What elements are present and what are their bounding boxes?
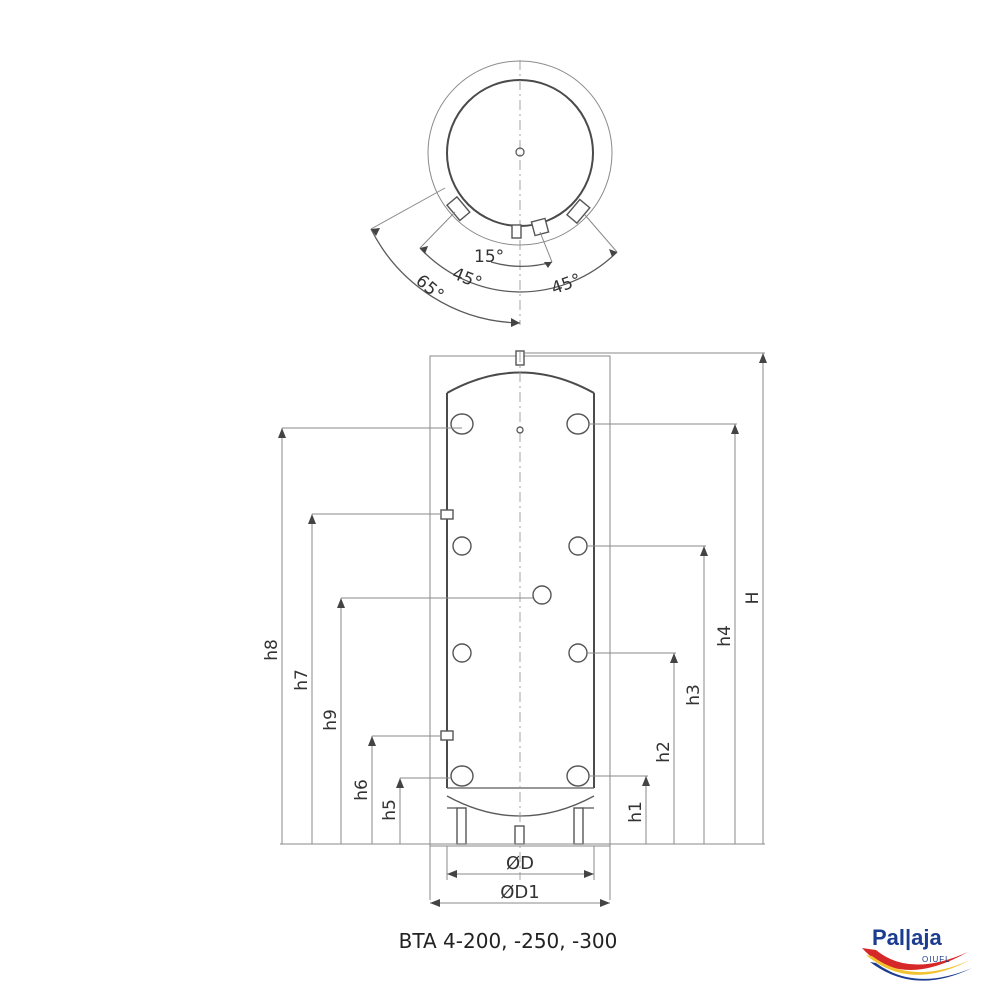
arrowhead bbox=[670, 653, 678, 663]
right-dimensions: H h4 h3 h2 h1 bbox=[524, 352, 767, 845]
arrowhead bbox=[396, 778, 404, 788]
dim-label-D: ØD bbox=[506, 853, 534, 874]
arrowhead bbox=[544, 262, 552, 268]
top-center-port bbox=[515, 147, 525, 157]
arrowhead bbox=[584, 870, 594, 878]
nozzle-left-bottom bbox=[450, 765, 474, 787]
nozzle-left-upper bbox=[452, 536, 472, 556]
nozzle-left-lower bbox=[452, 643, 472, 663]
angle-label-45-right: 45° bbox=[549, 270, 584, 299]
arrowhead bbox=[609, 249, 617, 257]
dim-label-h2: h2 bbox=[654, 741, 674, 763]
arrowhead bbox=[511, 318, 520, 327]
arrowhead bbox=[731, 424, 739, 434]
dim-label-h3: h3 bbox=[684, 684, 704, 706]
arc-65 bbox=[370, 228, 521, 324]
arrowhead bbox=[642, 776, 650, 786]
nozzle-stub-left bbox=[445, 195, 471, 222]
dim-label-h5: h5 bbox=[380, 799, 400, 821]
top-dome bbox=[446, 371, 595, 394]
dim-label-h4: h4 bbox=[715, 625, 735, 647]
dim-label-h9: h9 bbox=[321, 709, 341, 731]
logo-swoosh-red bbox=[862, 948, 968, 971]
arrowhead bbox=[759, 353, 767, 363]
palaja-logo: Pal|aja OIUFL bbox=[862, 925, 972, 981]
bottom-dome bbox=[446, 795, 595, 817]
arrowhead bbox=[278, 428, 286, 438]
arc-45-right bbox=[519, 251, 618, 293]
nozzle-stub-center-right bbox=[530, 217, 550, 237]
nozzle-right-upper bbox=[568, 536, 588, 556]
arrowhead bbox=[308, 514, 316, 524]
arrowhead bbox=[368, 736, 376, 746]
leader-45-right bbox=[584, 214, 618, 253]
center-port-h9 bbox=[532, 585, 552, 605]
leader-45-left bbox=[419, 211, 456, 249]
angle-label-15: 15° bbox=[474, 247, 504, 267]
arrowhead bbox=[371, 228, 380, 236]
dim-label-H: H bbox=[743, 592, 763, 605]
dim-label-D1: ØD1 bbox=[500, 882, 539, 903]
arrowhead bbox=[430, 899, 440, 907]
leg-right bbox=[573, 807, 584, 845]
center-port-top bbox=[516, 426, 524, 434]
angle-label-65: 65° bbox=[412, 271, 448, 306]
nozzle-right-bottom bbox=[566, 765, 590, 787]
nozzle-stub-right bbox=[565, 198, 591, 225]
dim-label-h6: h6 bbox=[352, 779, 372, 801]
top-view: 15° 45° 45° 65° bbox=[370, 60, 618, 327]
arrowhead bbox=[600, 899, 610, 907]
dim-label-h7: h7 bbox=[292, 669, 312, 691]
arc-45-left bbox=[419, 247, 521, 293]
arrowhead bbox=[337, 598, 345, 608]
logo-subtext: OIUFL bbox=[922, 955, 951, 964]
nozzle-right-top bbox=[566, 413, 590, 435]
logo-wordmark: Pal|aja bbox=[872, 925, 943, 950]
leg-left bbox=[456, 807, 467, 845]
nozzle-right-lower bbox=[568, 643, 588, 663]
nozzle-left-top bbox=[450, 413, 474, 435]
arrowhead bbox=[420, 246, 428, 254]
leader-65 bbox=[370, 187, 446, 230]
bottom-dimensions: ØD ØD1 bbox=[430, 846, 610, 907]
drawing-caption: BTA 4-200, -250, -300 bbox=[399, 929, 618, 953]
nozzle-stub-center bbox=[511, 224, 522, 239]
angle-label-45-left: 45° bbox=[449, 264, 484, 294]
arrowhead bbox=[447, 870, 457, 878]
sensor-socket-h6 bbox=[440, 730, 454, 741]
leader-15 bbox=[539, 231, 553, 263]
logo-swoosh-yellow bbox=[866, 955, 970, 975]
dim-label-h8: h8 bbox=[262, 639, 282, 661]
leg-center bbox=[514, 825, 525, 845]
sensor-socket-h7 bbox=[440, 509, 454, 520]
dim-label-h1: h1 bbox=[626, 801, 646, 823]
arrowhead bbox=[700, 546, 708, 556]
side-view bbox=[429, 350, 611, 900]
left-dimensions: h8 h7 h9 h6 h5 bbox=[262, 427, 610, 845]
